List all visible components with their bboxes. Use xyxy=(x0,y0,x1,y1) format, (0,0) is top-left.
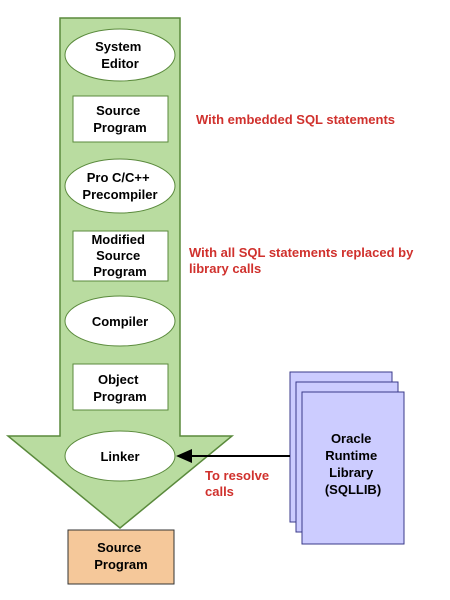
object-program-label: Object Program xyxy=(93,372,146,404)
linker-label: Linker xyxy=(100,449,139,464)
linker-node xyxy=(64,430,176,482)
precompiler-node xyxy=(64,158,176,214)
modified-source-label: Modified Source Program xyxy=(91,232,148,279)
source-program-label: Source Program xyxy=(93,103,146,135)
compiler-node xyxy=(64,295,176,347)
modified-source-node xyxy=(72,230,169,282)
system-editor-node xyxy=(64,28,176,82)
system-editor-label: System Editor xyxy=(95,39,145,71)
replaced-sql-note: With all SQL statements replaced by libr… xyxy=(189,245,417,276)
compiler-label: Compiler xyxy=(92,314,148,329)
object-program-node xyxy=(72,363,169,411)
resolve-arrow-head xyxy=(176,449,192,463)
output-program-label: Source Program xyxy=(94,540,147,572)
runtime-library-label: Oracle Runtime Library (SQLLIB) xyxy=(325,431,381,497)
output-program-node xyxy=(67,529,175,585)
embedded-sql-note: With embedded SQL statements xyxy=(196,112,395,127)
library-page-front xyxy=(301,391,405,545)
resolve-calls-note: To resolve calls xyxy=(205,468,273,499)
source-program-node xyxy=(72,95,169,143)
precompiler-label: Pro C/C++ Precompiler xyxy=(82,170,157,202)
